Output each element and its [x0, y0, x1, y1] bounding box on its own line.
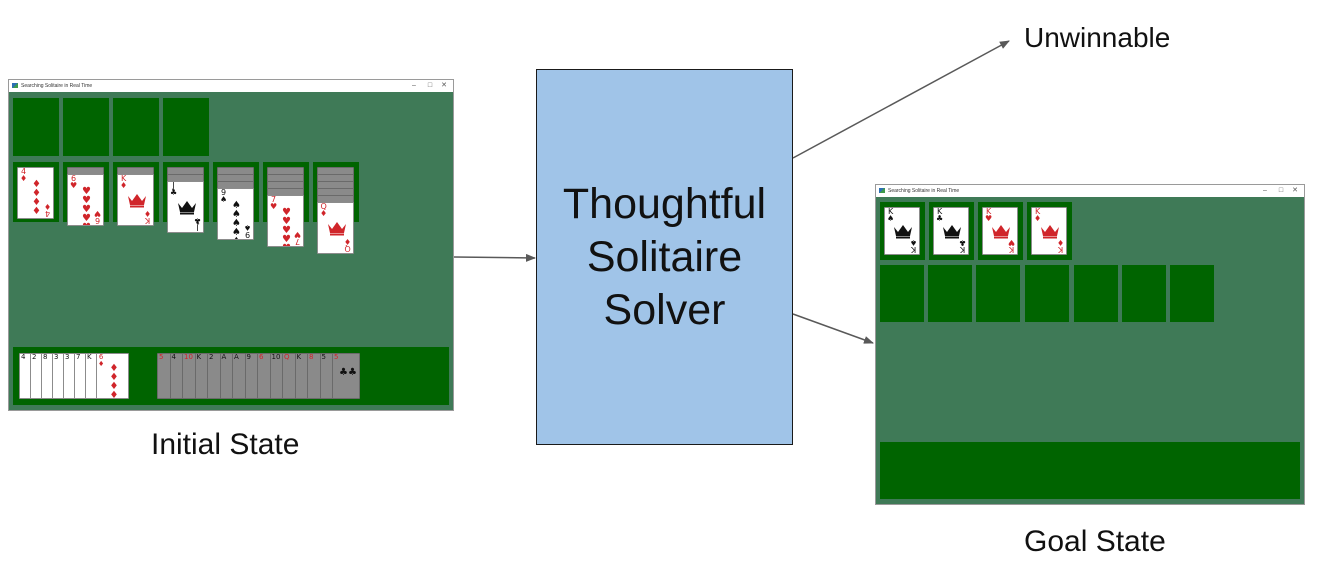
solitaire-app-icon: [12, 83, 18, 88]
stock-card[interactable]: 5♣♣: [332, 353, 360, 399]
card-rank: K: [196, 353, 202, 361]
foundation-slot[interactable]: [113, 98, 159, 156]
card-rank: 8: [43, 353, 48, 361]
crown-icon: [327, 220, 347, 240]
card-rank: A: [234, 353, 239, 361]
card-rank: K♠: [887, 207, 895, 223]
card-rank: K♦: [1034, 207, 1042, 223]
card-rank: 10: [184, 353, 193, 361]
card-rank: 10: [271, 353, 281, 361]
tableau-slot[interactable]: [1025, 265, 1069, 322]
initial-window-title: Searching Solitaire in Real Time: [21, 83, 93, 89]
goal-window-titlebar: Searching Solitaire in Real Time – □ ✕: [876, 185, 1304, 197]
card-rank: 6: [259, 353, 264, 361]
card-rank: Q: [284, 353, 290, 361]
playing-card[interactable]: 9♠9♠♠ ♠ ♠ ♠ ♠ ♠ ♠ ♠ ♠: [217, 188, 254, 240]
suit-pips-icon: ♣♣: [339, 367, 357, 378]
suit-pips-icon: ♥ ♥ ♥ ♥ ♥ ♥ ♥: [282, 207, 291, 247]
tableau-slot[interactable]: [928, 265, 972, 322]
card-rank: 9: [246, 353, 251, 361]
playing-card[interactable]: K♥K♥: [982, 207, 1018, 255]
card-rank: K♥: [985, 207, 993, 223]
card-rank: Q♦: [320, 202, 328, 218]
crown-icon: [177, 199, 197, 219]
playing-card[interactable]: K♦K♦: [117, 174, 154, 226]
maximize-icon[interactable]: □: [427, 82, 433, 89]
maximize-icon[interactable]: □: [1278, 187, 1284, 194]
playing-card[interactable]: 6♥6♥♥ ♥ ♥ ♥ ♥ ♥: [67, 174, 104, 226]
playing-card[interactable]: 7♥7♥♥ ♥ ♥ ♥ ♥ ♥ ♥: [267, 195, 304, 247]
solver-label-line: Solitaire: [586, 232, 743, 281]
card-rank: 7: [76, 353, 81, 361]
suit-pips-icon: ♦ ♦ ♦ ♦ ♦ ♦: [109, 363, 119, 399]
tableau-slot[interactable]: [1122, 265, 1166, 322]
suit-pips-icon: ♦ ♦ ♦ ♦: [32, 179, 41, 217]
suit-pips-icon: ♠ ♠ ♠ ♠ ♠ ♠ ♠ ♠ ♠: [232, 200, 241, 240]
card-rank: 3: [65, 353, 70, 361]
crown-icon: [991, 223, 1011, 243]
goal-window-title: Searching Solitaire in Real Time: [888, 188, 960, 194]
goal-state-caption: Goal State: [1024, 525, 1166, 558]
solitaire-app-icon: [879, 188, 885, 193]
card-rank: 5: [334, 353, 339, 361]
playing-card[interactable]: Q♦Q♦: [317, 202, 354, 254]
card-rank: 7♥: [270, 195, 278, 211]
waste-card[interactable]: 6♦ ♦ ♦ ♦ ♦ ♦ ♦: [96, 353, 129, 399]
card-rank: 4: [171, 353, 176, 361]
suit-pips-icon: ♥ ♥ ♥ ♥ ♥ ♥: [82, 186, 91, 226]
card-rank: K♦: [120, 174, 128, 190]
card-rank: 4♦: [20, 167, 28, 183]
arrow-to-solver: [453, 253, 536, 262]
foundation-slot[interactable]: [163, 98, 209, 156]
solver-box: Thoughtful Solitaire Solver: [536, 69, 793, 445]
crown-icon: [127, 192, 147, 212]
initial-window-titlebar: Searching Solitaire in Real Time – □ ✕: [9, 80, 453, 92]
tableau-slot[interactable]: [1170, 265, 1214, 322]
tableau-slot[interactable]: [1074, 265, 1118, 322]
stock-waste-area: [880, 442, 1300, 499]
tableau-slot[interactable]: [976, 265, 1020, 322]
card-rank: 5: [321, 353, 326, 361]
card-rank: A: [221, 353, 227, 361]
card-rank: J♣: [170, 181, 178, 197]
card-rank: 2: [32, 353, 37, 361]
card-rank: 5: [159, 353, 164, 361]
playing-card[interactable]: K♠K♠: [884, 207, 920, 255]
card-rank: K: [87, 353, 92, 361]
solver-label-line: Thoughtful: [562, 179, 767, 228]
crown-icon: [942, 223, 962, 243]
initial-state-window: Searching Solitaire in Real Time – □ ✕ 4…: [8, 79, 454, 411]
playing-card[interactable]: K♦K♦: [1031, 207, 1067, 255]
tableau-slot[interactable]: [880, 265, 924, 322]
foundation-slot[interactable]: [13, 98, 59, 156]
unwinnable-label: Unwinnable: [1024, 22, 1171, 53]
card-rank: 6♦: [98, 353, 105, 368]
solver-label-line: Solver: [603, 285, 726, 334]
card-rank: 2: [209, 353, 214, 361]
arrow-to-goal: [792, 313, 874, 344]
card-rank: 4: [21, 353, 26, 361]
card-rank: K: [296, 353, 302, 361]
minimize-icon[interactable]: –: [412, 82, 416, 89]
minimize-icon[interactable]: –: [1263, 187, 1267, 194]
close-icon[interactable]: ✕: [1292, 187, 1298, 194]
card-rank: 6♥: [70, 174, 78, 190]
card-rank: K♣: [936, 207, 944, 223]
crown-icon: [893, 223, 913, 243]
card-rank: 3: [54, 353, 59, 361]
card-rank: 8: [309, 353, 314, 361]
arrow-to-unwinnable: [792, 40, 1010, 159]
playing-card[interactable]: K♣K♣: [933, 207, 969, 255]
close-icon[interactable]: ✕: [441, 82, 447, 89]
playing-card[interactable]: J♣J♣: [167, 181, 204, 233]
playing-card[interactable]: 4♦4♦♦ ♦ ♦ ♦: [17, 167, 54, 219]
foundation-slot[interactable]: [63, 98, 109, 156]
solver-label: Thoughtful Solitaire Solver: [563, 178, 766, 337]
goal-state-window: Searching Solitaire in Real Time – □ ✕ K…: [875, 184, 1305, 505]
card-rank: 9♠: [220, 188, 228, 204]
initial-state-caption: Initial State: [151, 428, 300, 461]
crown-icon: [1040, 223, 1060, 243]
